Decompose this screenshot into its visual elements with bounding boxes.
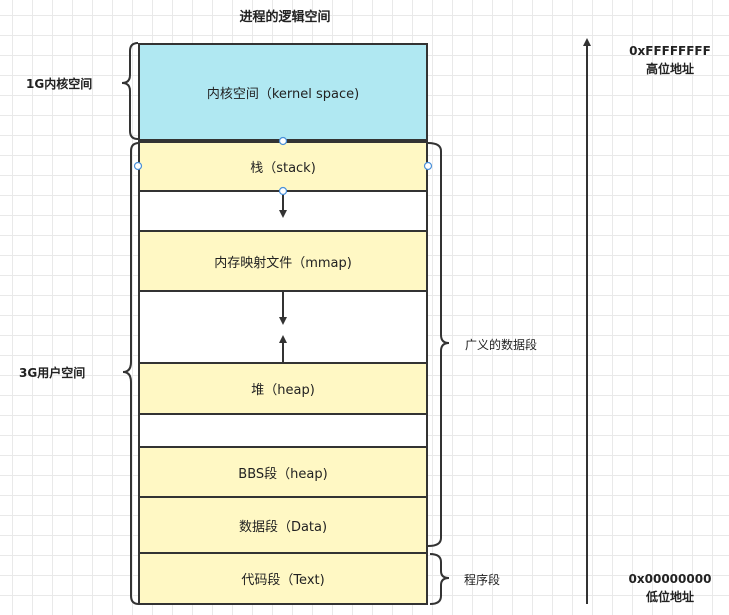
data-segments-brace [427, 142, 450, 547]
low-address-label: 0x00000000 低位地址 [615, 570, 725, 606]
heap-label: 堆（heap) [251, 383, 315, 398]
kernel-space-size-label: 1G内核空间 [26, 77, 93, 91]
bbs-segment[interactable]: BBS段（heap) [138, 446, 428, 498]
high-address-value: 0xFFFFFFFF [629, 44, 711, 58]
data-segments-label: 广义的数据段 [465, 338, 538, 352]
text-segment[interactable]: 代码段（Text) [138, 552, 428, 605]
data-label: 数据段（Data) [238, 519, 328, 535]
text-segment-side-label: 程序段 [464, 573, 501, 587]
text-segment-brace [429, 553, 450, 605]
bbs-label: BBS段（heap) [238, 466, 328, 482]
data-segment[interactable]: 数据段（Data) [138, 496, 428, 554]
kernel-space-brace [121, 42, 139, 140]
user-space-size-label: 3G用户空间 [19, 366, 86, 380]
mmap-label: 内存映射文件（mmap) [214, 255, 352, 271]
low-address-caption: 低位地址 [645, 590, 694, 604]
selection-handle-top [278, 136, 288, 146]
user-space-brace [122, 142, 140, 605]
selection-handle-right [423, 161, 433, 171]
low-address-value: 0x00000000 [628, 572, 712, 586]
stack-label: 栈（stack) [250, 161, 316, 176]
selection-handle-left [133, 161, 143, 171]
heap-gap [138, 413, 428, 448]
high-address-label: 0xFFFFFFFF 高位地址 [615, 42, 725, 78]
selection-handle-bottom [278, 186, 288, 196]
diagram-title: 进程的逻辑空间 [239, 10, 331, 25]
high-address-caption: 高位地址 [645, 62, 694, 76]
kernel-space-label: 内核空间（kernel space) [206, 86, 360, 102]
text-label: 代码段（Text) [241, 573, 325, 588]
